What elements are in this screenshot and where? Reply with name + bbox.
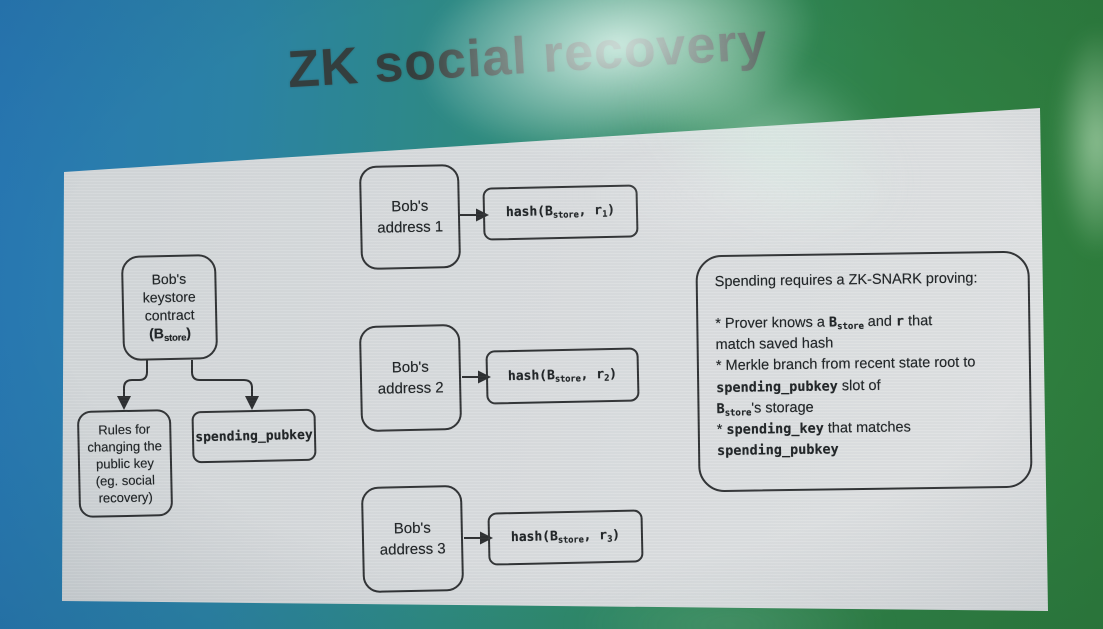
arrowhead-right-icon bbox=[480, 531, 493, 545]
spending-pubkey-box: spending_pubkey bbox=[191, 408, 317, 464]
arrowhead-down-icon bbox=[245, 396, 259, 410]
arrow-address2-to-hash2 bbox=[462, 370, 491, 384]
arrow-line bbox=[123, 360, 148, 397]
arrow-line bbox=[191, 360, 253, 397]
arrow-keystore-to-rules bbox=[117, 360, 148, 410]
arrowhead-down-icon bbox=[117, 396, 131, 410]
hash-label-3: hash(Bstore, r3) bbox=[510, 528, 621, 546]
arrow-address3-to-hash3 bbox=[464, 531, 493, 545]
arrow-keystore-to-spending-pubkey bbox=[191, 360, 259, 410]
zk-snark-panel: Spending requires a ZK-SNARK proving: * … bbox=[695, 250, 1033, 493]
hash-box-3: hash(Bstore, r3) bbox=[487, 509, 644, 566]
panel-bullet: * Merkle branch from recent state root t… bbox=[715, 354, 976, 419]
hash-box-2: hash(Bstore, r2) bbox=[485, 347, 640, 405]
hash-label-2: hash(Bstore, r2) bbox=[507, 366, 618, 385]
hash-box-1: hash(Bstore, r1) bbox=[482, 184, 639, 241]
arrowhead-right-icon bbox=[478, 370, 491, 384]
slide-title: ZK social recovery bbox=[285, 12, 770, 100]
hash-label-1: hash(Bstore, r1) bbox=[505, 203, 616, 221]
panel-heading: Spending requires a ZK-SNARK proving: bbox=[714, 270, 978, 291]
spending-pubkey-label: spending_pubkey bbox=[195, 427, 313, 445]
